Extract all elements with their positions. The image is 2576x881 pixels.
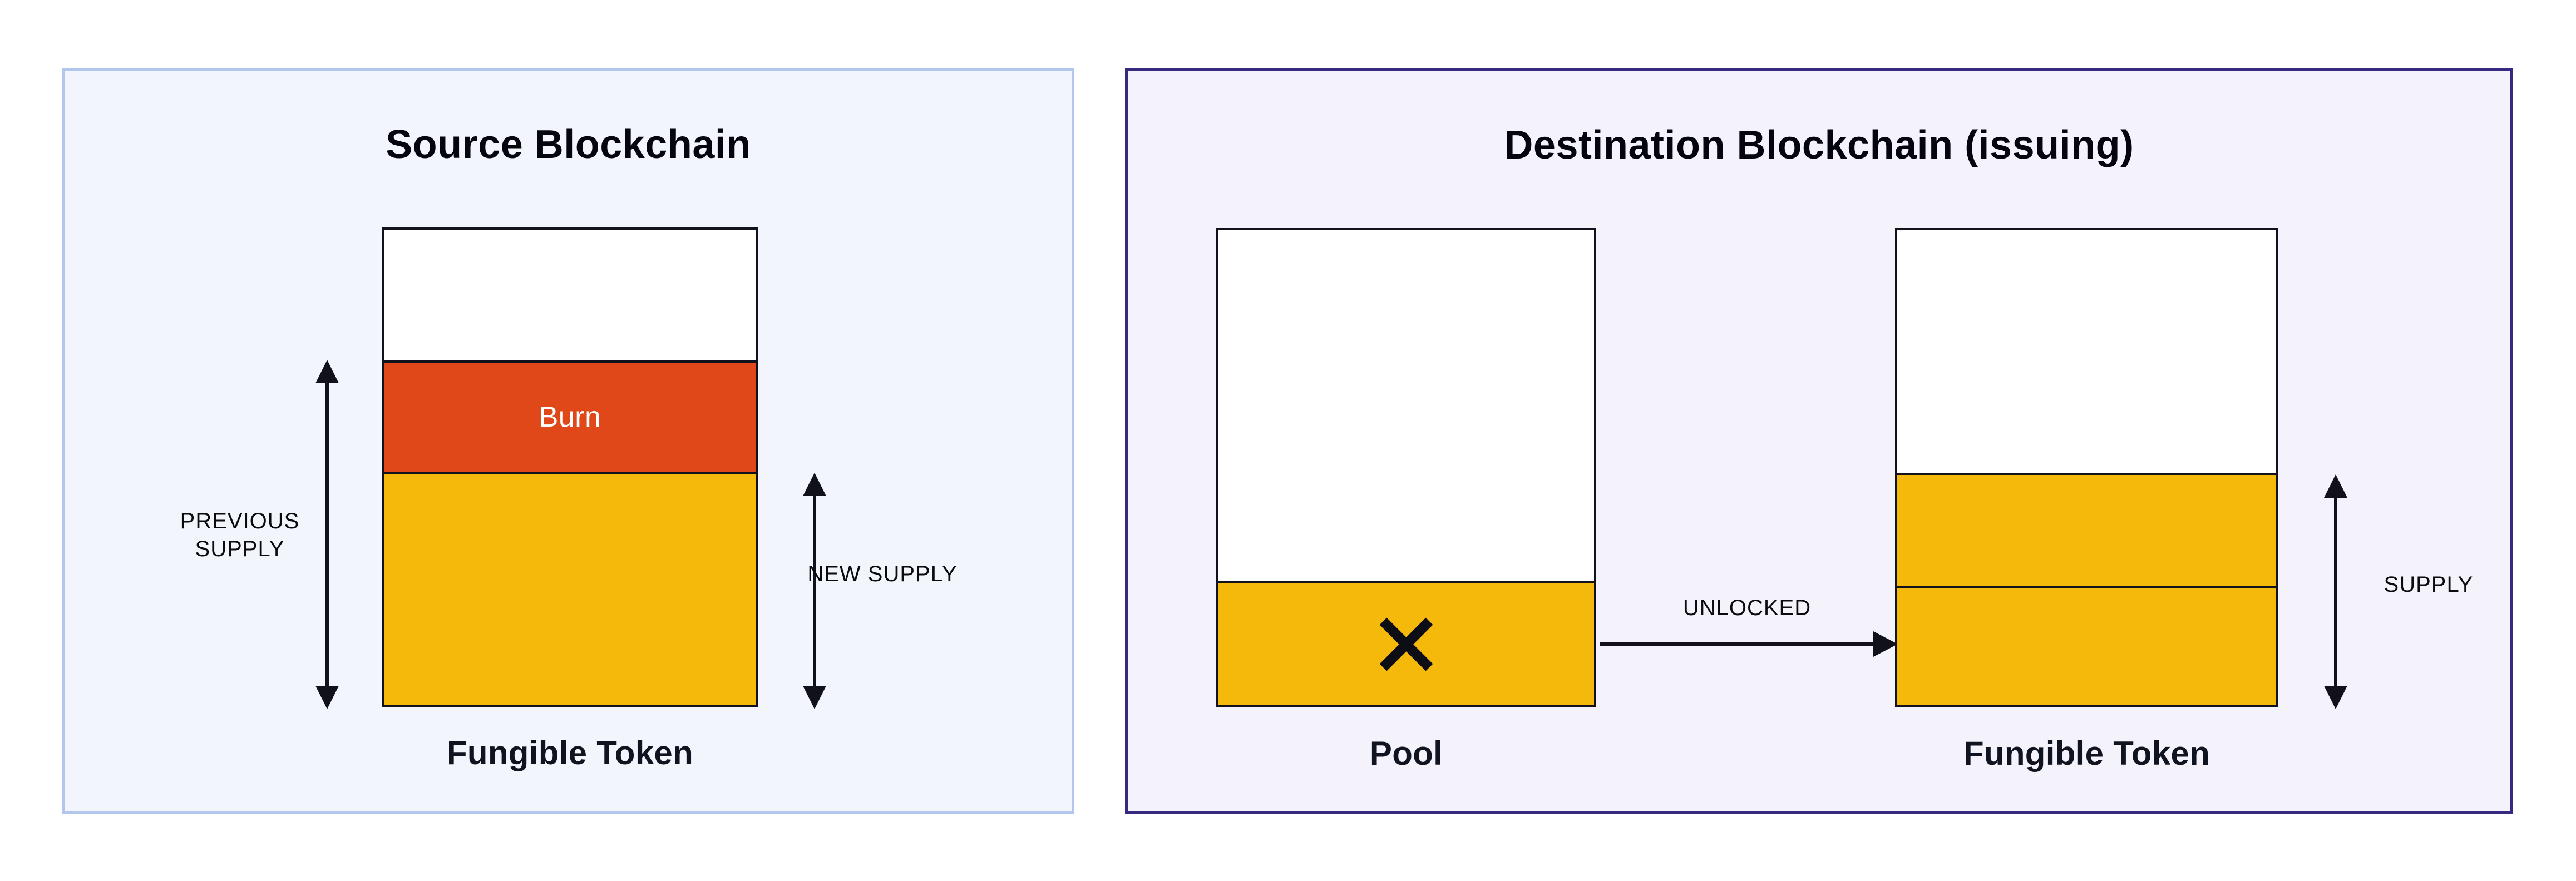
unlocked-arrow xyxy=(1600,631,1898,657)
source-panel-title: Source Blockchain xyxy=(386,122,751,167)
pool-bar-caption: Pool xyxy=(1369,735,1443,772)
source-fungible-token-bar: Burn xyxy=(382,227,758,707)
new-supply-label: NEW SUPPLY xyxy=(807,562,958,586)
cross-icon xyxy=(1379,617,1433,671)
source-bar-new-supply-segment xyxy=(384,471,756,705)
pool-empty-segment xyxy=(1218,230,1594,582)
pool-bar xyxy=(1216,228,1596,707)
destination-bar-caption: Fungible Token xyxy=(1963,735,2210,772)
source-bar-caption: Fungible Token xyxy=(446,734,694,771)
destination-bar-supply-lower-segment xyxy=(1897,586,2276,705)
previous-supply-label: PREVIOUS SUPPLY xyxy=(180,509,300,561)
unlocked-label: UNLOCKED xyxy=(1682,596,1812,620)
destination-bar-untracked-segment xyxy=(1897,230,2276,473)
destination-panel-title: Destination Blockchain (issuing) xyxy=(1504,123,2134,167)
source-bar-burn-segment: Burn xyxy=(384,360,756,472)
source-bar-untracked-segment xyxy=(384,230,756,360)
pool-unlocked-segment xyxy=(1218,581,1594,705)
supply-label: SUPPLY xyxy=(2383,572,2474,597)
source-blockchain-panel: Source Blockchain Burn PREVIOUS SUPPLY N… xyxy=(62,68,1074,814)
destination-fungible-token-bar xyxy=(1895,228,2278,707)
supply-arrow xyxy=(2324,474,2347,709)
destination-bar-supply-upper-segment xyxy=(1897,472,2276,587)
burn-label: Burn xyxy=(539,400,601,433)
destination-blockchain-panel: Destination Blockchain (issuing) UNLOCKE… xyxy=(1125,68,2513,814)
previous-supply-arrow xyxy=(315,360,339,709)
new-supply-arrow xyxy=(803,473,826,709)
